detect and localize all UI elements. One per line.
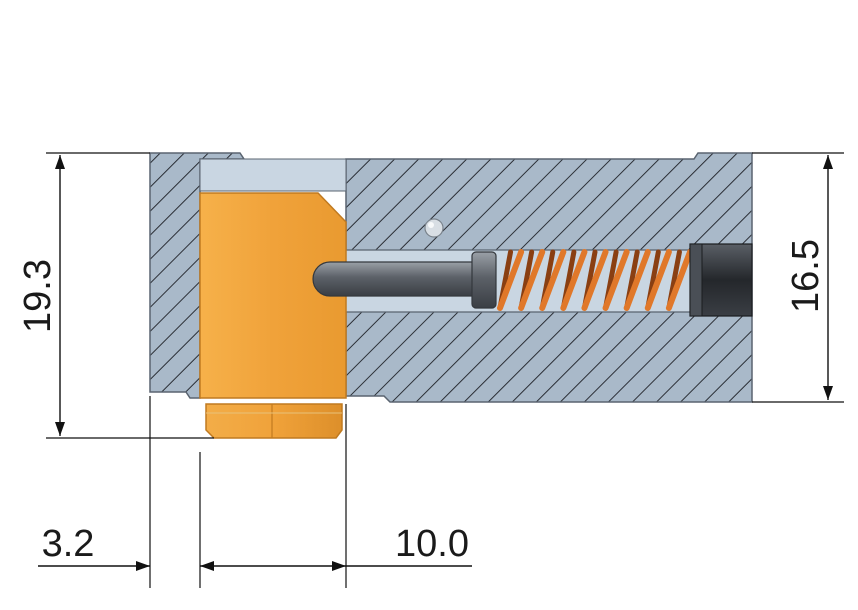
spring-coil-front [581,249,609,311]
spring-coil-front [560,249,588,311]
compression-spring-icon [497,249,693,311]
spring-coil-front [623,249,651,311]
dimension-lines [38,155,833,571]
spring-coil-front [518,249,546,311]
extension-lines [46,152,844,588]
insert-nut [205,403,343,439]
ball-detent-icon [424,218,444,238]
spring-coil-front [602,249,630,311]
insert-body [199,192,347,399]
spring-coil-front [497,249,525,311]
spring-coil-front [665,249,693,311]
cable-end [689,243,753,317]
spring-coil-front [539,249,567,311]
dim-label-body-height: 16.5 [785,239,827,313]
top-slot [199,158,347,192]
dim-label-wall-thickness: 3.2 [42,523,95,565]
spring-coil-front [644,249,672,311]
insert-block [199,192,347,439]
dim-label-insert-width: 10.0 [395,523,469,565]
dim-label-overall-height: 19.3 [17,259,59,333]
plunger-pin-icon [312,251,497,309]
